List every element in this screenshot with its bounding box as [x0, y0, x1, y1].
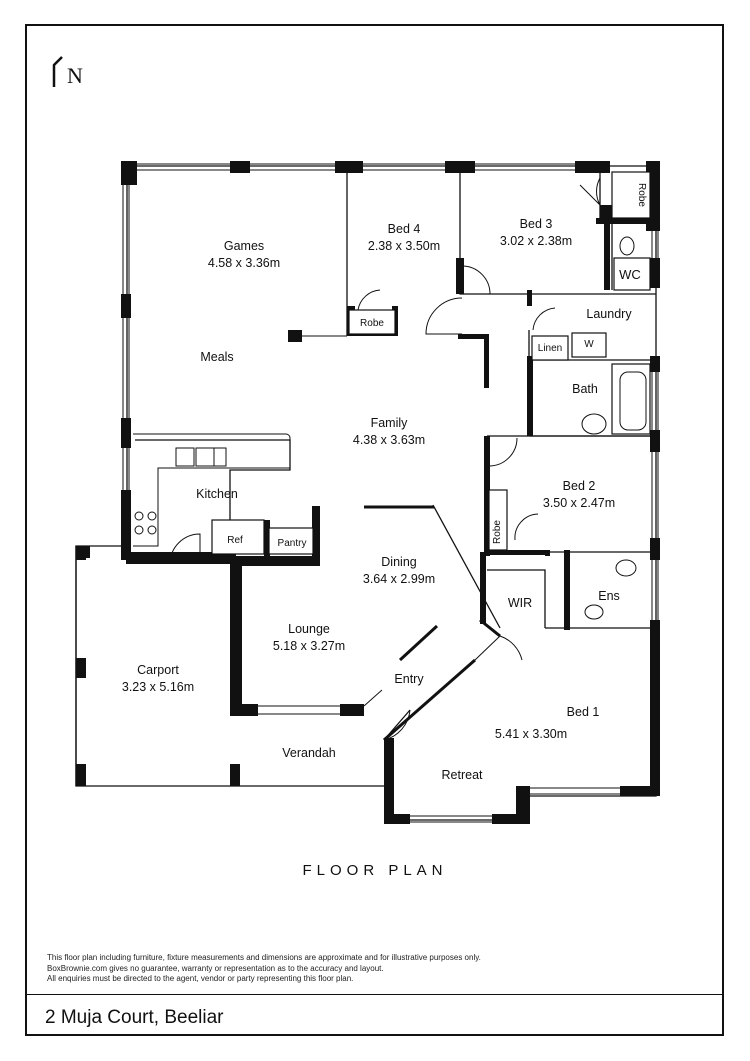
room-meals-name: Meals — [200, 350, 234, 364]
room-bed2-dims: 3.50 x 2.47m — [542, 496, 616, 510]
room-bed1-name: Bed 1 — [566, 705, 600, 719]
fixture-linen: Linen — [537, 343, 563, 354]
disclaimer-line: All enquiries must be directed to the ag… — [47, 974, 354, 983]
north-label: N — [67, 63, 83, 88]
room-dining-dims: 3.64 x 2.99m — [362, 572, 436, 586]
room-family-name: Family — [370, 416, 408, 430]
room-carport-name: Carport — [137, 663, 179, 677]
room-bath-name: Bath — [572, 382, 598, 396]
room-kitchen-name: Kitchen — [196, 487, 238, 501]
fixture-robe-bed2: Robe — [492, 520, 503, 544]
footer-divider — [25, 994, 724, 995]
room-lounge-dims: 5.18 x 3.27m — [272, 639, 346, 653]
room-retreat-name: Retreat — [441, 768, 483, 782]
fixture-robe-top: Robe — [636, 183, 647, 207]
room-games-name: Games — [223, 239, 265, 253]
plan-title: FLOOR PLAN — [302, 862, 448, 879]
room-family-dims: 4.38 x 3.63m — [352, 433, 426, 447]
fixture-pantry: Pantry — [277, 538, 307, 549]
room-ens-name: Ens — [598, 589, 620, 603]
room-carport-dims: 3.23 x 5.16m — [121, 680, 195, 694]
room-bed2-name: Bed 2 — [562, 479, 596, 493]
page-frame — [25, 24, 724, 1036]
disclaimer-line: This floor plan including furniture, fix… — [47, 953, 481, 962]
fixture-wc: WC — [619, 267, 641, 282]
property-address: 2 Muja Court, Beeliar — [45, 1007, 224, 1028]
north-arrow-icon: N — [50, 55, 90, 91]
room-entry-name: Entry — [394, 672, 424, 686]
room-games-dims: 4.58 x 3.36m — [207, 256, 281, 270]
fixture-ref: Ref — [227, 535, 243, 546]
fixture-washer: W — [584, 339, 594, 350]
room-verandah-name: Verandah — [282, 746, 336, 760]
room-wir-name: WIR — [507, 596, 533, 610]
room-bed3-name: Bed 3 — [519, 217, 553, 231]
disclaimer: This floor plan including furniture, fix… — [47, 953, 481, 985]
room-bed4-name: Bed 4 — [387, 222, 421, 236]
room-laundry-name: Laundry — [586, 307, 632, 321]
fixture-robe-bed4: Robe — [360, 318, 384, 329]
room-lounge-name: Lounge — [288, 622, 330, 636]
room-bed1-dims: 5.41 x 3.30m — [494, 727, 568, 741]
room-bed4-dims: 2.38 x 3.50m — [367, 239, 441, 253]
disclaimer-line: BoxBrownie.com gives no guarantee, warra… — [47, 963, 384, 973]
room-dining-name: Dining — [381, 555, 417, 569]
room-bed3-dims: 3.02 x 2.38m — [499, 234, 573, 248]
